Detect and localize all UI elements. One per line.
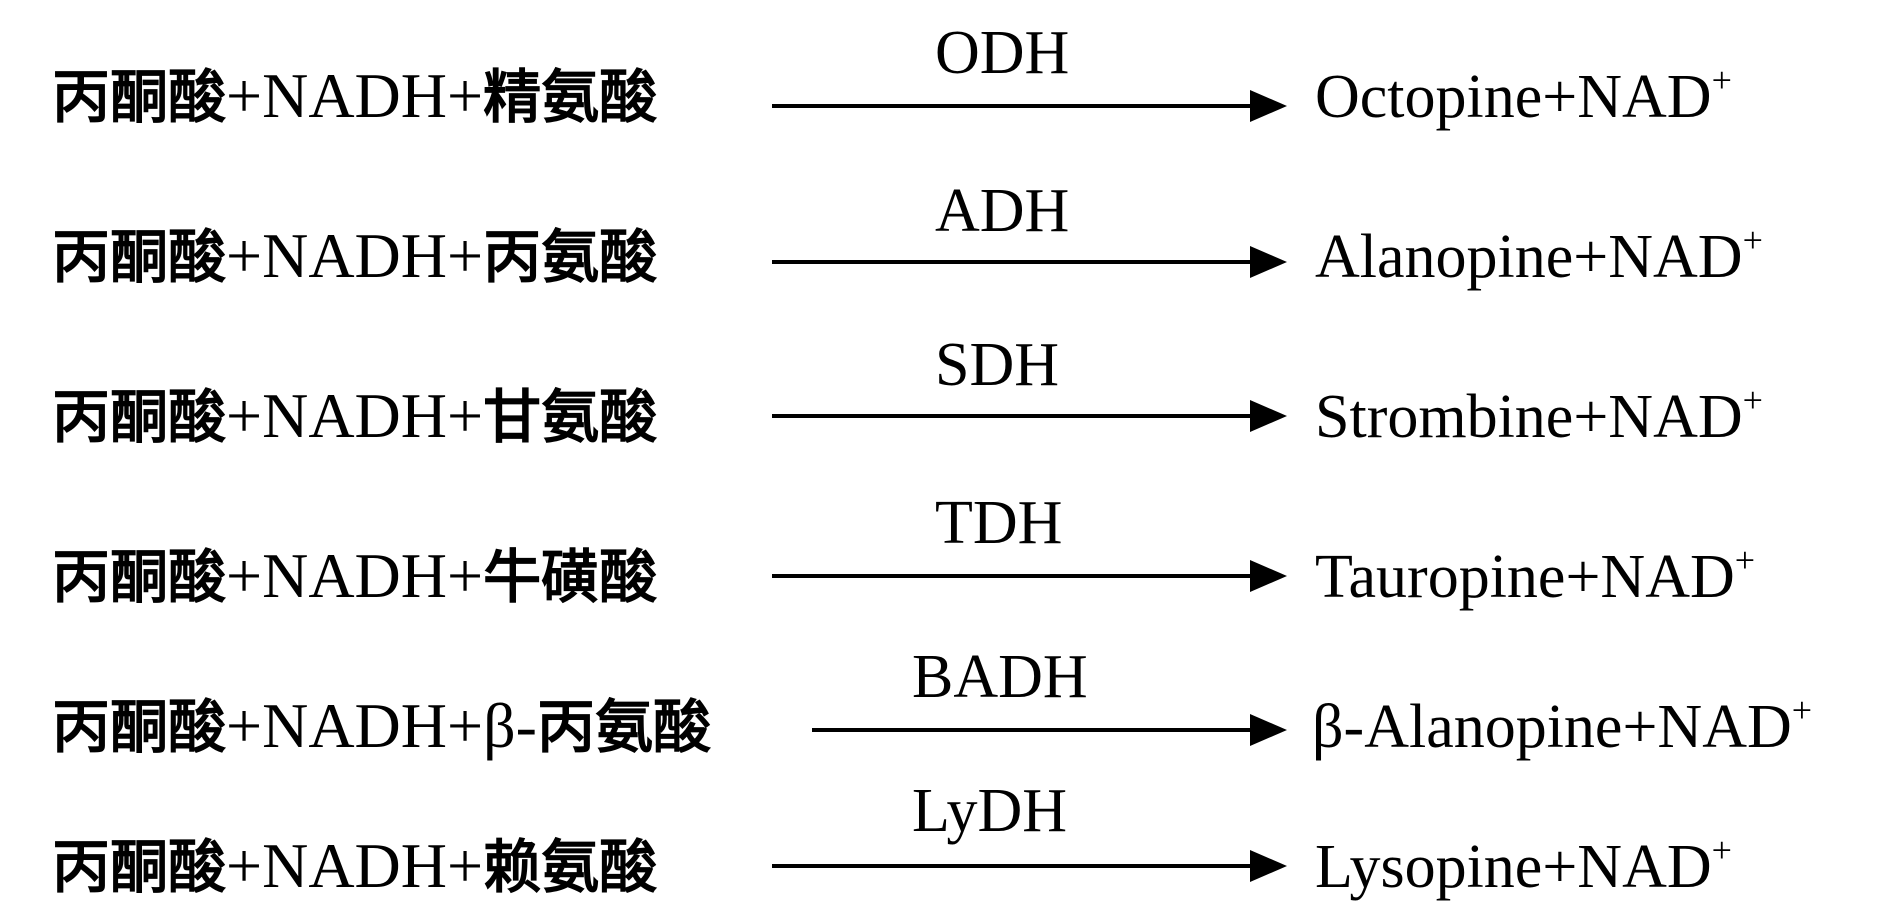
reactant-amino-acid: 甘氨酸 [483,383,658,451]
reactant-pyruvate: 丙酮酸 [52,833,227,901]
charge-superscript: + [1711,830,1732,870]
reactant-amino-acid: 丙氨酸 [536,693,711,761]
charge-superscript: + [1711,60,1732,100]
reaction-row: 丙酮酸+NADH+甘氨酸 SDH Strombine+NAD+ [0,330,1890,460]
enzyme-label: BADH [912,643,1088,711]
enzyme-label: SDH [935,331,1060,399]
product: β-Alanopine+NAD+ [1312,692,1812,761]
reactant-pyruvate: 丙酮酸 [52,223,227,291]
reactant-nadh: +NADH+ [226,830,484,901]
product-name: Lysopine+NAD [1315,833,1712,901]
product: Tauropine+NAD+ [1315,542,1755,611]
charge-superscript: + [1742,380,1763,420]
reactant-nadh: +NADH+β- [226,690,537,761]
reaction-row: 丙酮酸+NADH+β-丙氨酸 BADH β-Alanopine+NAD+ [0,640,1890,770]
product: Lysopine+NAD+ [1315,832,1732,901]
reactant-pyruvate: 丙酮酸 [52,543,227,611]
product-name: Octopine+NAD [1315,63,1712,131]
reactant-amino-acid: 丙氨酸 [483,223,658,291]
reaction-arrow [772,86,1287,126]
product-name: Tauropine+NAD [1315,543,1735,611]
reactant-amino-acid: 赖氨酸 [483,833,658,901]
reactants: 丙酮酸+NADH+牛磺酸 [52,544,657,608]
reactant-nadh: +NADH+ [226,60,484,131]
reaction-arrow [772,846,1287,886]
reactant-amino-acid: 牛磺酸 [483,543,658,611]
reactant-pyruvate: 丙酮酸 [52,693,227,761]
reaction-row: 丙酮酸+NADH+丙氨酸 ADH Alanopine+NAD+ [0,170,1890,300]
reactant-nadh: +NADH+ [226,220,484,291]
product: Alanopine+NAD+ [1315,222,1763,291]
reaction-arrow [772,556,1287,596]
enzyme-label: LyDH [912,777,1067,845]
reactant-nadh: +NADH+ [226,540,484,611]
reactant-pyruvate: 丙酮酸 [52,63,227,131]
enzyme-label: ADH [935,177,1070,245]
reaction-row: 丙酮酸+NADH+牛磺酸 TDH Tauropine+NAD+ [0,490,1890,620]
charge-superscript: + [1742,220,1763,260]
charge-superscript: + [1791,690,1813,730]
reaction-row: 丙酮酸+NADH+赖氨酸 LyDH Lysopine+NAD+ [0,780,1890,910]
charge-superscript: + [1734,540,1756,580]
reactants: 丙酮酸+NADH+丙氨酸 [52,224,657,288]
reactant-amino-acid: 精氨酸 [483,63,658,131]
enzyme-label: TDH [935,489,1063,557]
reactant-nadh: +NADH+ [226,380,484,451]
reactant-pyruvate: 丙酮酸 [52,383,227,451]
enzyme-label: ODH [935,19,1070,87]
product-name: Alanopine+NAD [1315,223,1743,291]
reaction-row: 丙酮酸+NADH+精氨酸 ODH Octopine+NAD+ [0,10,1890,140]
reaction-arrow [772,396,1287,436]
reactants: 丙酮酸+NADH+赖氨酸 [52,834,657,898]
reactants: 丙酮酸+NADH+β-丙氨酸 [52,694,711,758]
product-name: β-Alanopine+NAD [1312,693,1792,761]
reactants: 丙酮酸+NADH+甘氨酸 [52,384,657,448]
reaction-arrow [772,242,1287,282]
product: Octopine+NAD+ [1315,62,1732,131]
reactants: 丙酮酸+NADH+精氨酸 [52,64,657,128]
reaction-arrow [812,710,1287,750]
product-name: Strombine+NAD [1315,383,1743,451]
product: Strombine+NAD+ [1315,382,1763,451]
